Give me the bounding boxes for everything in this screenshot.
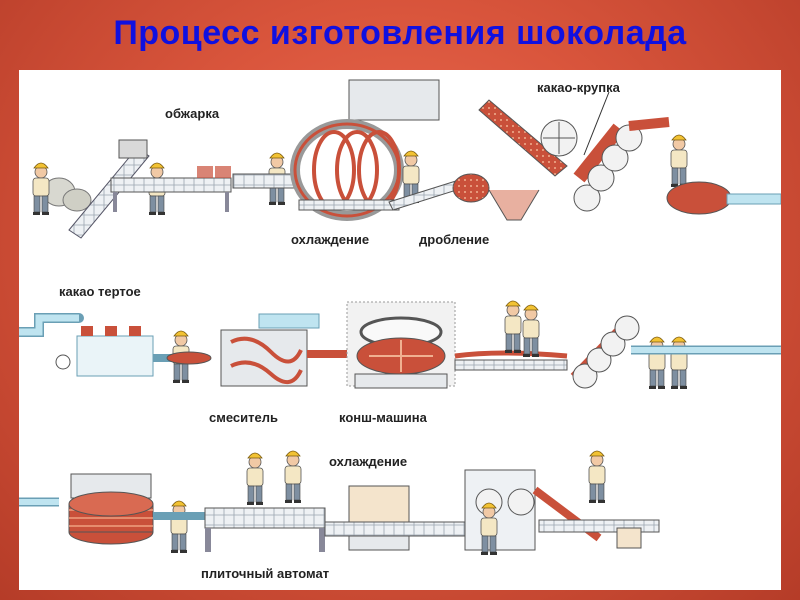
cocoa-sacks <box>42 177 92 212</box>
worker-icon <box>504 300 522 354</box>
pipe <box>726 193 781 205</box>
packaging-machine-icon <box>464 469 660 551</box>
roller-mill-icon <box>573 117 670 212</box>
cooling-tunnel-icon <box>324 485 466 551</box>
incline-conveyor <box>68 147 150 239</box>
worker-icon <box>522 304 540 358</box>
row-1 <box>32 79 781 239</box>
worker-icon <box>32 162 50 216</box>
label-cocoa-nibs: какао-крупка <box>537 80 620 95</box>
conche-icon <box>346 301 456 389</box>
cooling-drum-icon <box>290 79 440 221</box>
label-mixer: смеситель <box>209 410 278 425</box>
worker-icon <box>246 452 264 506</box>
label-roasting: обжарка <box>165 106 220 121</box>
mixer-icon <box>220 313 320 387</box>
hopper <box>118 139 148 159</box>
box <box>616 527 642 549</box>
cocoa-mass-tank-2 <box>76 335 154 377</box>
crusher-icon <box>452 99 578 221</box>
worker-icon <box>670 134 688 188</box>
label-conche: конш-машина <box>339 410 427 425</box>
row-3 <box>19 450 660 556</box>
process-diagram: обжарка охлаждение дробление какао-крупк… <box>19 70 781 590</box>
page-title: Процесс изготовления шоколада <box>113 14 687 52</box>
label-cocoa-mass: какао тертое <box>59 284 141 299</box>
label-tablet-machine: плиточный автомат <box>201 566 330 581</box>
tablet-machine-icon <box>204 507 326 552</box>
label-crushing: дробление <box>419 232 490 247</box>
worker-icon <box>284 450 302 504</box>
worker-icon <box>648 336 666 390</box>
worker-icon <box>670 336 688 390</box>
diagram-canvas <box>19 79 781 556</box>
cocoa-mass-tank <box>666 181 732 215</box>
roaster-icon <box>110 177 232 193</box>
row-2 <box>19 300 781 390</box>
worker-icon <box>170 500 188 554</box>
roller-mill-icon <box>570 315 640 389</box>
worker-icon <box>588 450 606 504</box>
label-cooling-2: охлаждение <box>329 454 408 469</box>
label-cooling-1: охлаждение <box>291 232 370 247</box>
